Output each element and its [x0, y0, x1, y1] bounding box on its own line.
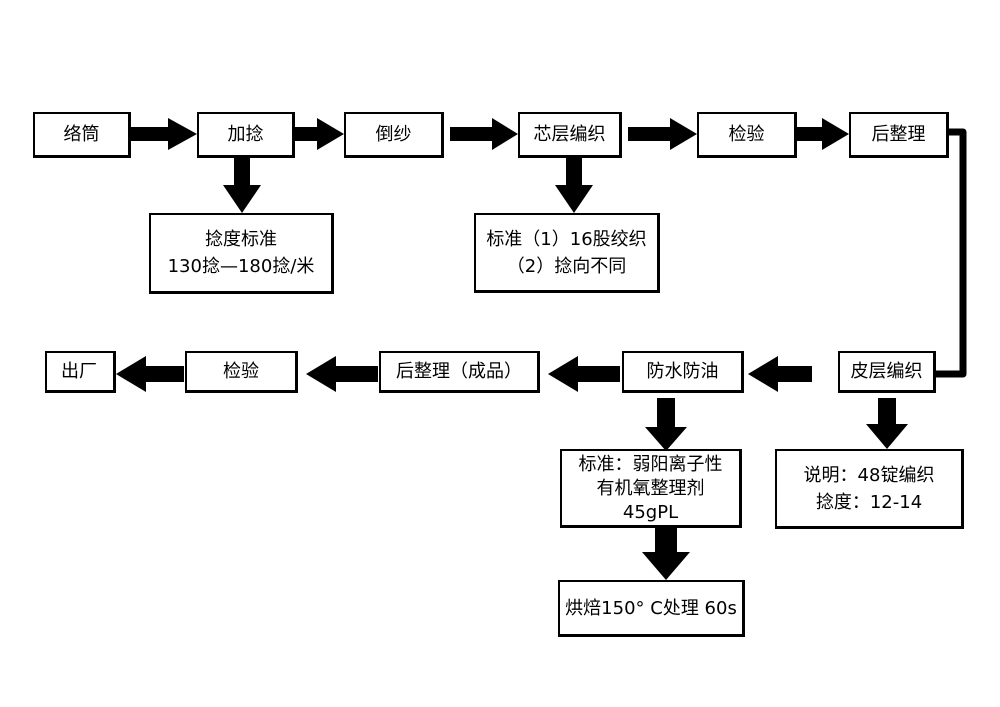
note-twist-line2: 130捻—180捻/米 — [167, 256, 315, 277]
arrow-jianian-to-daosha — [295, 118, 344, 150]
step-xinceng-label: 芯层编织 — [533, 123, 606, 145]
note-skin-spec: 说明：48锭编织 捻度：12-14 — [775, 449, 964, 529]
arrow-xinceng-to-core-note — [555, 158, 593, 213]
note-finish-line2: 有机氧整理剂 — [596, 478, 705, 499]
note-finish-line3: 45gPL — [622, 502, 679, 523]
step-jianian-label: 加捻 — [227, 123, 264, 145]
step-chuchang-label: 出厂 — [61, 360, 97, 382]
note-core-standard: 标准（1）16股绞织 （2）捻向不同 — [474, 213, 660, 293]
note-bake-label: 烘焙150° C处理 60s — [565, 597, 737, 619]
note-core-line2: （2）捻向不同 — [506, 255, 627, 277]
step-luotong-label: 络筒 — [63, 123, 100, 145]
step-jianyan-2-label: 检验 — [223, 360, 259, 382]
step-chuchang: 出厂 — [45, 351, 116, 393]
note-core-line1: 标准（1）16股绞织 — [486, 228, 647, 250]
arrow-daosha-to-xinceng — [450, 118, 518, 150]
arrow-houzhengli-to-piceng — [936, 128, 967, 378]
step-jianyan-1-label: 检验 — [728, 123, 765, 145]
note-skin-line1: 说明：48锭编织 — [803, 464, 935, 486]
arrow-piceng-to-fangshui — [748, 356, 812, 392]
arrow-piceng-to-skin-note — [866, 398, 908, 449]
note-finish-standard: 标准：弱阳离子性 有机氧整理剂 45gPL — [560, 449, 742, 528]
step-daosha-label: 倒纱 — [375, 123, 412, 145]
step-luotong: 络筒 — [33, 112, 131, 158]
step-daosha: 倒纱 — [344, 112, 444, 158]
note-bake-process: 烘焙150° C处理 60s — [558, 580, 745, 637]
step-houzhengli-2: 后整理（成品） — [379, 351, 540, 393]
arrow-xinceng-to-jianyan — [628, 118, 697, 150]
step-jianyan-1: 检验 — [697, 112, 797, 158]
step-houzhengli-2-label: 后整理（成品） — [396, 360, 522, 382]
step-xinceng: 芯层编织 — [518, 112, 622, 158]
arrow-fangshui-to-houzhengli2 — [548, 356, 620, 392]
arrow-jianyan-to-houzhengli — [796, 118, 849, 150]
step-houzhengli-1: 后整理 — [849, 112, 949, 158]
arrow-jianian-to-twist-note — [223, 158, 261, 213]
step-houzhengli-1-label: 后整理 — [871, 123, 926, 145]
step-fangshui: 防水防油 — [622, 351, 744, 393]
step-fangshui-label: 防水防油 — [646, 360, 719, 382]
arrow-luotong-to-jianian — [130, 118, 197, 150]
note-skin-line2: 捻度：12-14 — [815, 491, 923, 513]
step-piceng: 皮层编织 — [838, 351, 936, 393]
arrow-houzhengli2-to-jianyan2 — [306, 356, 378, 392]
arrow-jianyan2-to-chuchang — [116, 356, 184, 392]
arrow-finish-note-to-bake — [642, 526, 690, 580]
step-jianian: 加捻 — [197, 112, 295, 158]
note-twist-line1: 捻度标准 — [205, 229, 277, 250]
arrow-fangshui-to-finish-note — [645, 398, 687, 451]
note-finish-line1: 标准：弱阳离子性 — [578, 454, 723, 475]
step-piceng-label: 皮层编织 — [850, 360, 923, 382]
note-twist-standard: 捻度标准 130捻—180捻/米 — [149, 213, 334, 294]
step-jianyan-2: 检验 — [185, 351, 298, 393]
